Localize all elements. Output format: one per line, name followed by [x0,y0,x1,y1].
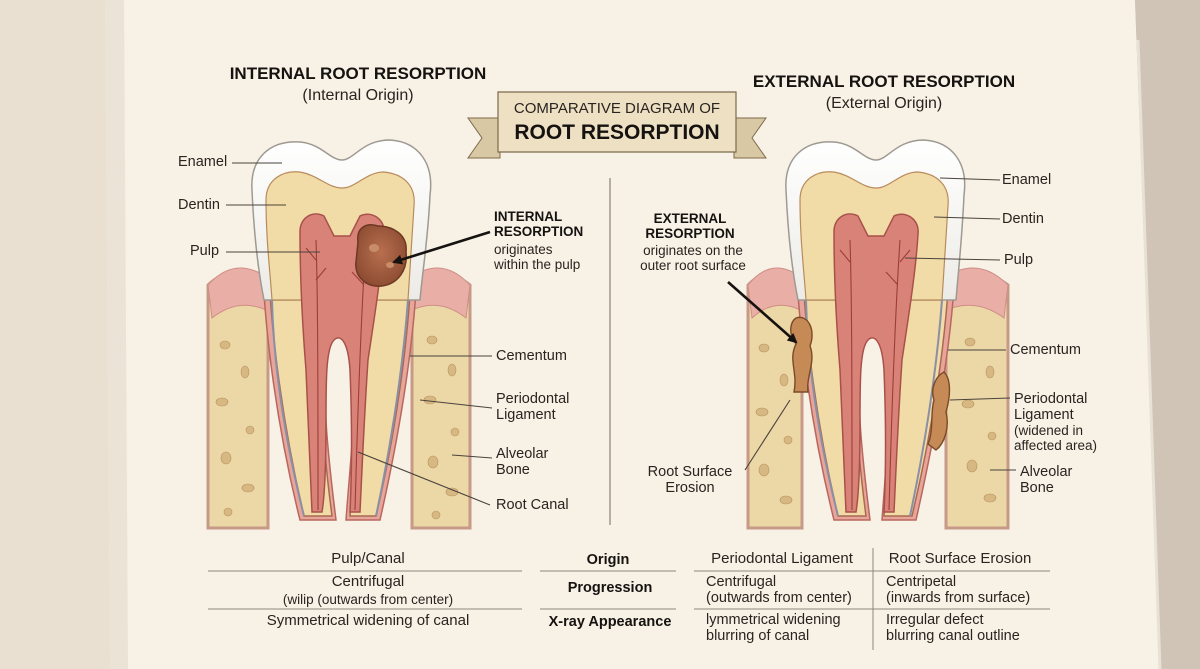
internal-callout-text: originates within the pulp [494,242,581,273]
external-label-root-surface-erosion: Root Surface Erosion [647,464,733,497]
row-progression-internal-note: (wilip (outwards from center) [282,592,454,607]
internal-lesion [355,224,407,287]
row-xray-label: X-ray Appearance [548,614,672,630]
internal-label-enamel: Enamel [178,154,228,170]
external-tooth-illustration [746,139,1010,530]
row-origin-label: Origin [586,552,630,568]
row-origin-internal: Pulp/Canal [331,550,405,567]
row-progression-external-b: Centripetal (inwards from surface) [886,574,1031,607]
row-progression-internal: Centrifugal [331,573,405,590]
external-label-cementum: Cementum [1010,342,1081,358]
banner-line1: COMPARATIVE DIAGRAM OF [513,100,721,117]
external-callout-text: originates on the outer root surface [640,243,746,274]
row-progression-label: Progression [567,580,653,596]
internal-title: INTERNAL ROOT RESORPTION [229,64,487,83]
internal-subtitle: (Internal Origin) [302,87,414,104]
internal-label-alveolar-bone: Alveolar Bone [496,446,549,479]
row-xray-internal: Symmetrical widening of canal [266,612,470,629]
external-callout-heading: EXTERNAL RESORPTION [645,211,735,242]
internal-label-periodontal-ligament: Periodontal Ligament [496,391,570,424]
banner-line2: ROOT RESORPTION [514,121,720,144]
internal-callout-arrow [392,230,491,265]
internal-label-pulp: Pulp [190,243,220,259]
internal-label-root-canal: Root Canal [496,497,569,513]
external-leader-lines [744,177,1016,471]
external-label-enamel: Enamel [1002,172,1052,188]
row-origin-external-a: Periodontal Ligament [711,550,853,567]
row-progression-external-a: Centrifugal (outwards from center) [706,574,852,607]
row-xray-external-a: lymmetrical widening blurring of canal [706,612,841,645]
pdl-defect [927,371,951,451]
external-label-dentin: Dentin [1002,211,1044,227]
internal-leader-lines [226,162,493,506]
internal-callout-heading: INTERNAL RESORPTION [494,209,584,240]
external-label-pdl-note: (widened in affected area) [1014,423,1098,454]
row-xray-external-b: Irregular defect blurring canal outline [886,612,1020,645]
row-origin-external-b: Root Surface Erosion [888,550,1032,567]
external-subtitle: (External Origin) [825,95,943,112]
title-banner [467,91,767,159]
external-label-alveolar-bone: Alveolar Bone [1020,464,1073,497]
internal-label-cementum: Cementum [496,348,567,364]
external-label-periodontal-ligament: Periodontal Ligament [1014,391,1088,424]
external-label-pulp: Pulp [1004,252,1034,268]
internal-tooth-illustration [206,139,472,530]
internal-label-dentin: Dentin [178,197,220,213]
comparison-table-rules [208,548,1050,650]
external-title: EXTERNAL ROOT RESORPTION [752,72,1016,91]
external-callout-arrow [727,281,798,344]
